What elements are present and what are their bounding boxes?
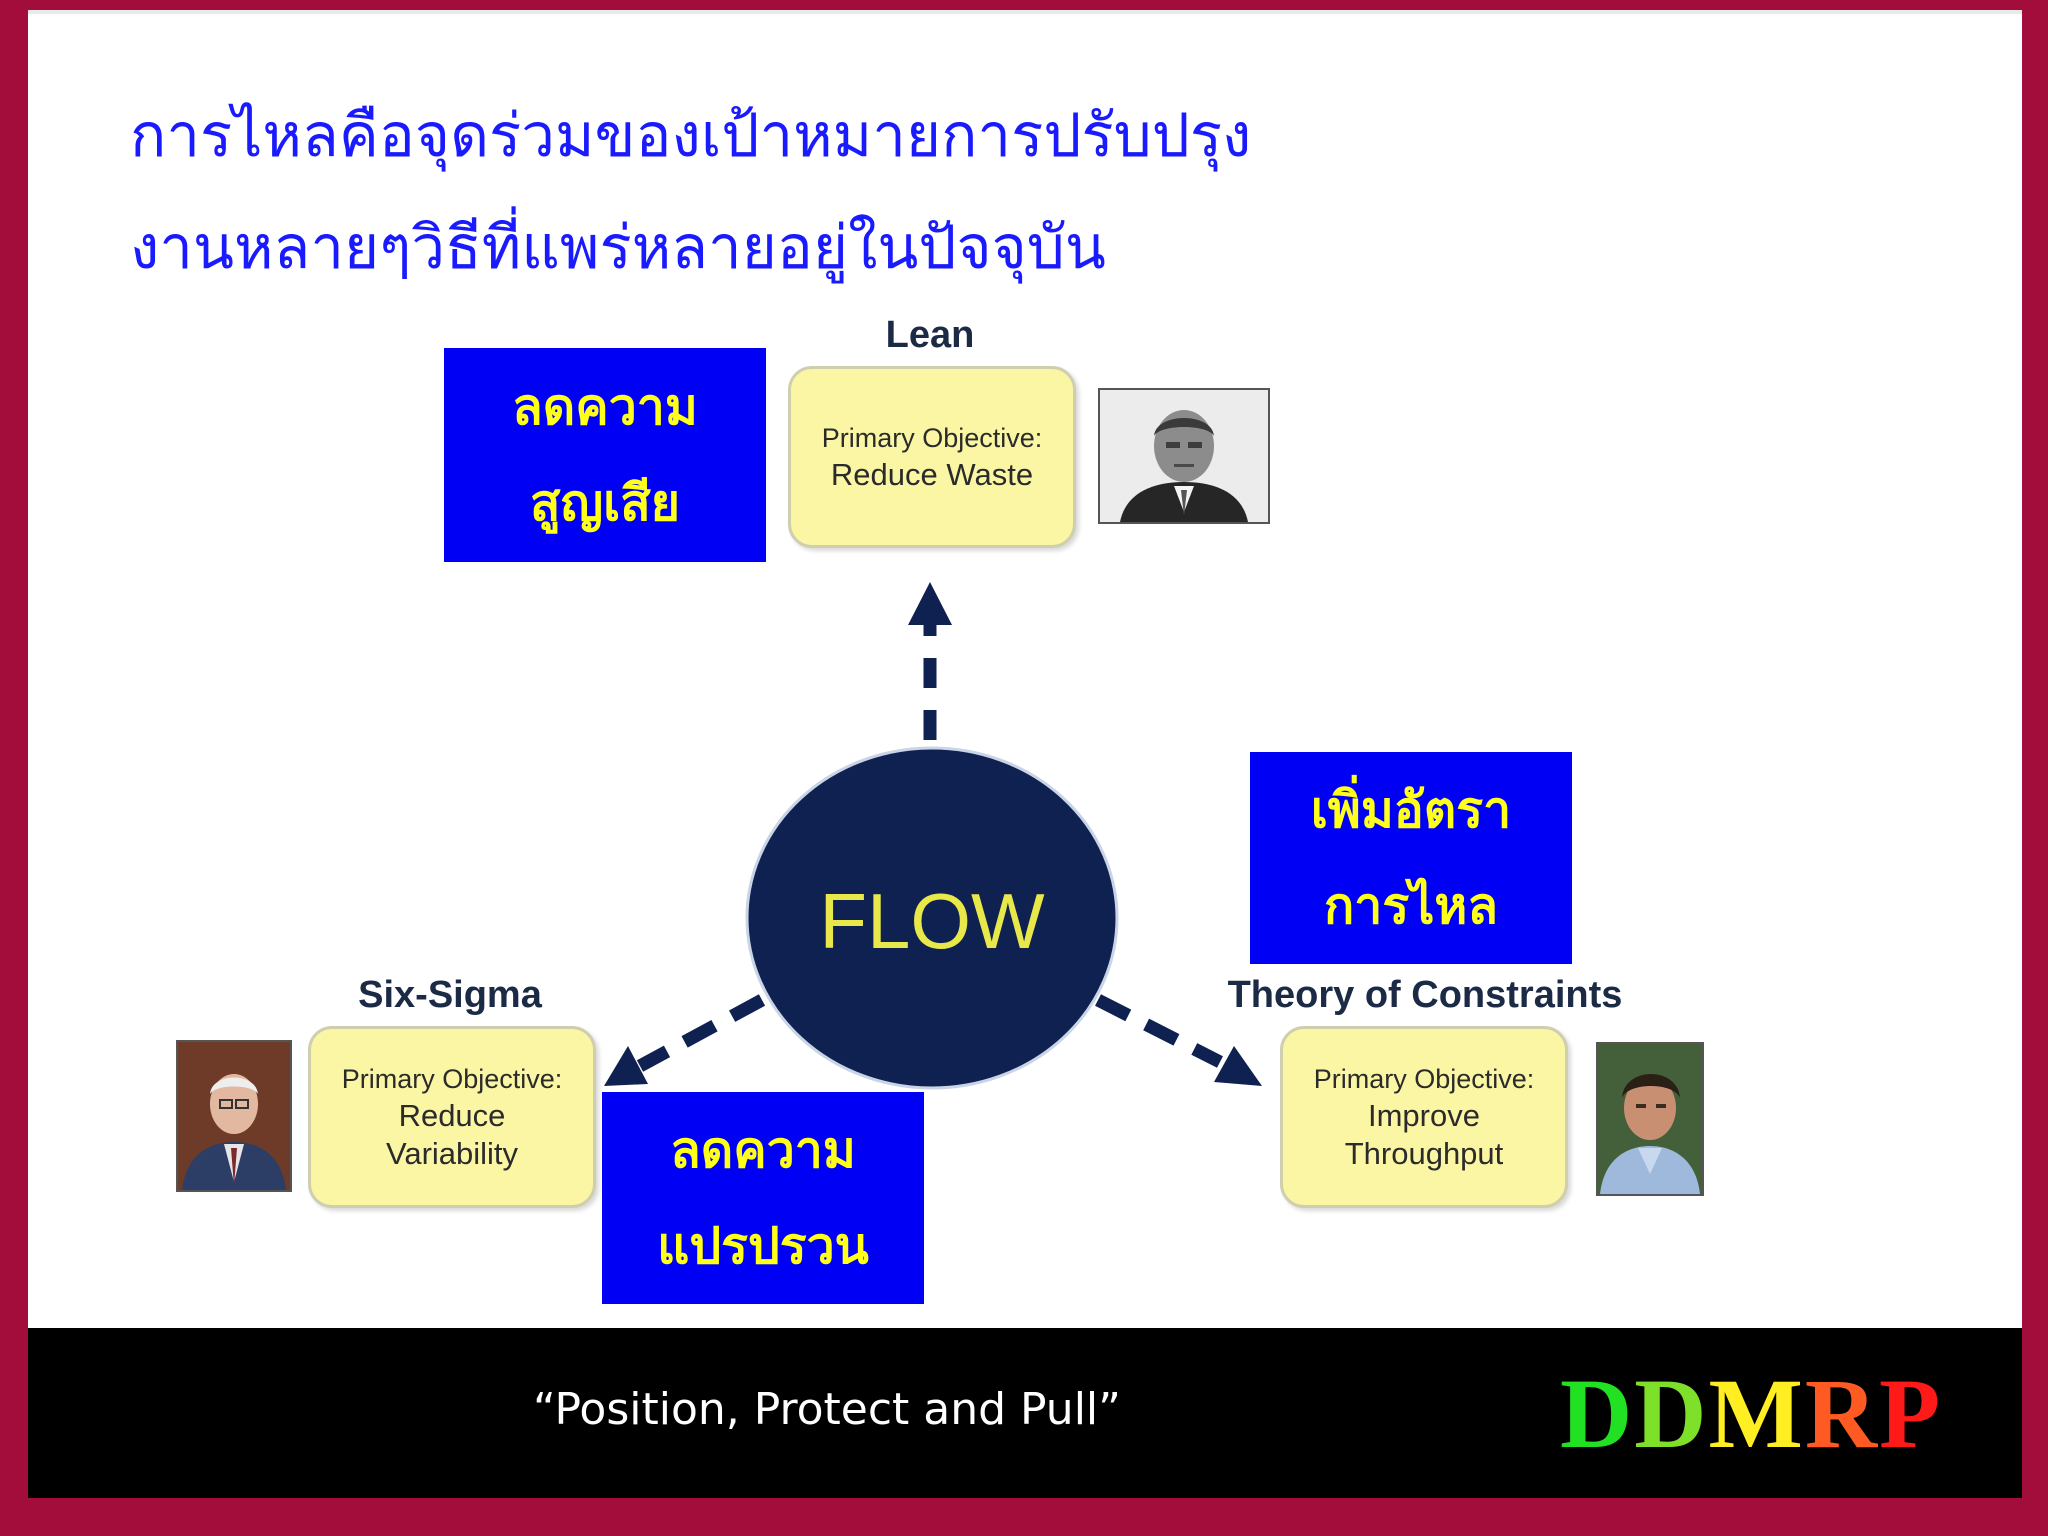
six-sigma-objective-box: Primary Objective: Reduce Variability [308, 1026, 596, 1208]
toc-portrait [1596, 1042, 1704, 1196]
title-line-2: งานหลายๆวิธีที่แพร่หลายอยู่ในปัจจุบัน [130, 213, 1106, 283]
lean-objective-box: Primary Objective: Reduce Waste [788, 366, 1076, 548]
lean-objective-heading: Primary Objective: [821, 423, 1043, 453]
slide-title: การไหลคือจุดร่วมของเป้าหมายการปรับปรุง ง… [130, 80, 1530, 304]
six-sigma-portrait [176, 1040, 292, 1192]
logo-letter-p: P [1879, 1358, 1943, 1469]
lean-label: Lean [885, 314, 975, 356]
lean-callout-line-1: ลดความ [512, 377, 698, 436]
logo-letter-r: R [1804, 1358, 1880, 1469]
logo-letter-d2: D [1634, 1358, 1709, 1469]
arrowhead-toc [1214, 1046, 1262, 1086]
title-line-1: การไหลคือจุดร่วมของเป้าหมายการปรับปรุง [130, 101, 1252, 171]
ddmrp-logo: DDMRP [1560, 1356, 1942, 1471]
toc-thai-callout: เพิ่มอัตรา การไหล [1250, 752, 1572, 964]
lean-portrait [1098, 388, 1270, 524]
toc-callout-line-1: เพิ่มอัตรา [1310, 780, 1512, 839]
toc-portrait-icon [1598, 1044, 1702, 1194]
toc-objective-heading: Primary Objective: [1313, 1064, 1535, 1094]
lean-thai-callout: ลดความ สูญเสีย [444, 348, 766, 562]
lean-portrait-icon [1100, 390, 1268, 522]
flow-circle [745, 746, 1119, 1090]
logo-letter-d1: D [1560, 1358, 1635, 1469]
footer-bar: “Position, Protect and Pull” DDMRP [28, 1328, 2022, 1498]
arrow-to-toc [1095, 994, 1223, 1068]
lean-callout-line-2: สูญเสีย [529, 473, 681, 532]
logo-letter-m: M [1708, 1358, 1805, 1469]
toc-callout-line-2: การไหล [1324, 876, 1498, 935]
six-sigma-label: Six-Sigma [358, 974, 542, 1016]
footer-tagline: “Position, Protect and Pull” [533, 1384, 1121, 1435]
six-sigma-thai-callout: ลดความ แปรปรวน [602, 1092, 924, 1304]
flow-label: FLOW [819, 877, 1045, 965]
toc-objective-box: Primary Objective: Improve Throughput [1280, 1026, 1568, 1208]
toc-objective-value: Improve Throughput [1344, 1098, 1504, 1171]
six-sigma-callout-line-1: ลดความ [670, 1120, 856, 1179]
lean-objective-value: Reduce Waste [830, 457, 1034, 492]
arrowhead-lean [908, 582, 952, 625]
six-sigma-objective-value: Reduce Variability [385, 1098, 519, 1171]
arrowhead-six-sigma [604, 1046, 648, 1086]
six-sigma-portrait-icon [178, 1042, 290, 1190]
six-sigma-objective-heading: Primary Objective: [341, 1064, 563, 1094]
toc-label: Theory of Constraints [1227, 974, 1623, 1016]
arrow-to-six-sigma [636, 994, 766, 1072]
six-sigma-callout-line-2: แปรปรวน [657, 1216, 869, 1275]
